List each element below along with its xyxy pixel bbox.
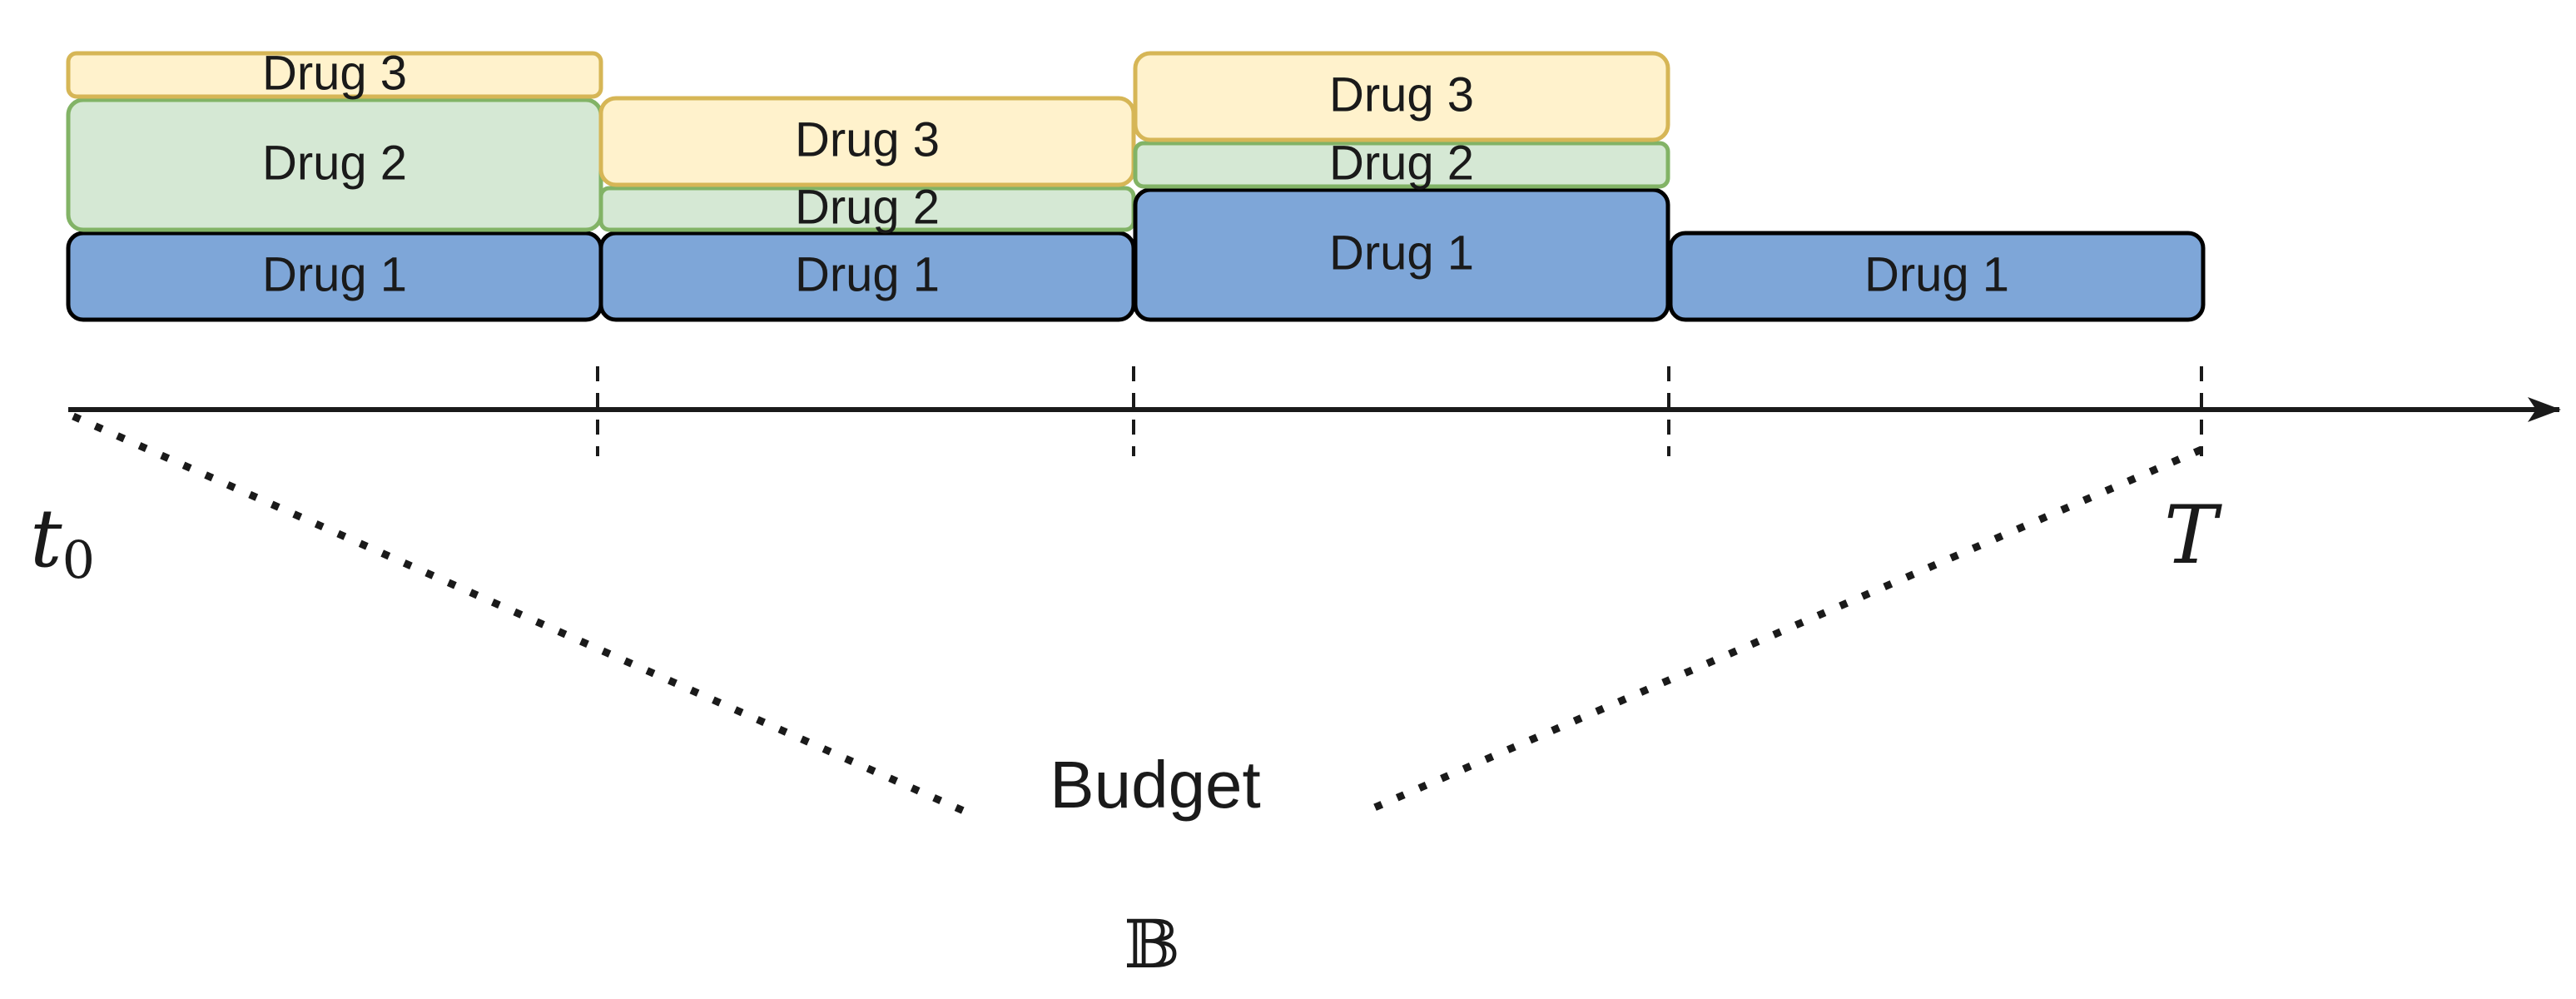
drug-blocks: Drug 1 Drug 2 Drug 3 Drug 1 Drug 2 Drug 3 Drug… (66, 46, 2206, 322)
drug-label: Drug 1 (1864, 247, 2009, 301)
budget-label: Budget (1050, 748, 1261, 822)
drug-label: Drug 1 (262, 247, 407, 301)
drug-block: Drug 3 (598, 96, 1136, 187)
start-time-label: t0 (30, 492, 95, 590)
drug3-bar (1133, 51, 1670, 142)
drug-block: Drug 1 (598, 231, 1136, 322)
drug-label: Drug 2 (795, 180, 940, 234)
drug-block: Drug 2 (598, 180, 1136, 234)
drug-label: Drug 3 (262, 46, 407, 100)
drug-block: Drug 2 (66, 97, 603, 232)
drug-label: Drug 2 (262, 136, 407, 190)
drug-label: Drug 2 (1329, 136, 1474, 190)
drug-label: Drug 3 (1329, 67, 1474, 122)
drug-block: Drug 1 (1668, 231, 2206, 322)
drug3-bar (66, 51, 603, 99)
drug-label: Drug 1 (795, 247, 940, 301)
drug-block: Drug 3 (66, 46, 603, 100)
drug1-bar (1668, 231, 2206, 322)
drug-block: Drug 2 (1133, 136, 1670, 190)
drug-label: Drug 3 (795, 112, 940, 166)
end-time-label: T (2164, 489, 2222, 582)
budget-line-left (72, 412, 967, 816)
drug1-bar (1133, 187, 1670, 322)
budget-symbol: 𝔹 (1124, 906, 1180, 983)
drug2-bar (1133, 141, 1670, 189)
drug-block: Drug 1 (1133, 187, 1670, 322)
drug-block: Drug 1 (66, 231, 603, 322)
drug-label: Drug 1 (1329, 226, 1474, 280)
drug3-bar (598, 96, 1136, 187)
period-separators (596, 366, 2203, 456)
drug-block: Drug 3 (1133, 51, 1670, 142)
budget-line-right (1363, 445, 2203, 816)
